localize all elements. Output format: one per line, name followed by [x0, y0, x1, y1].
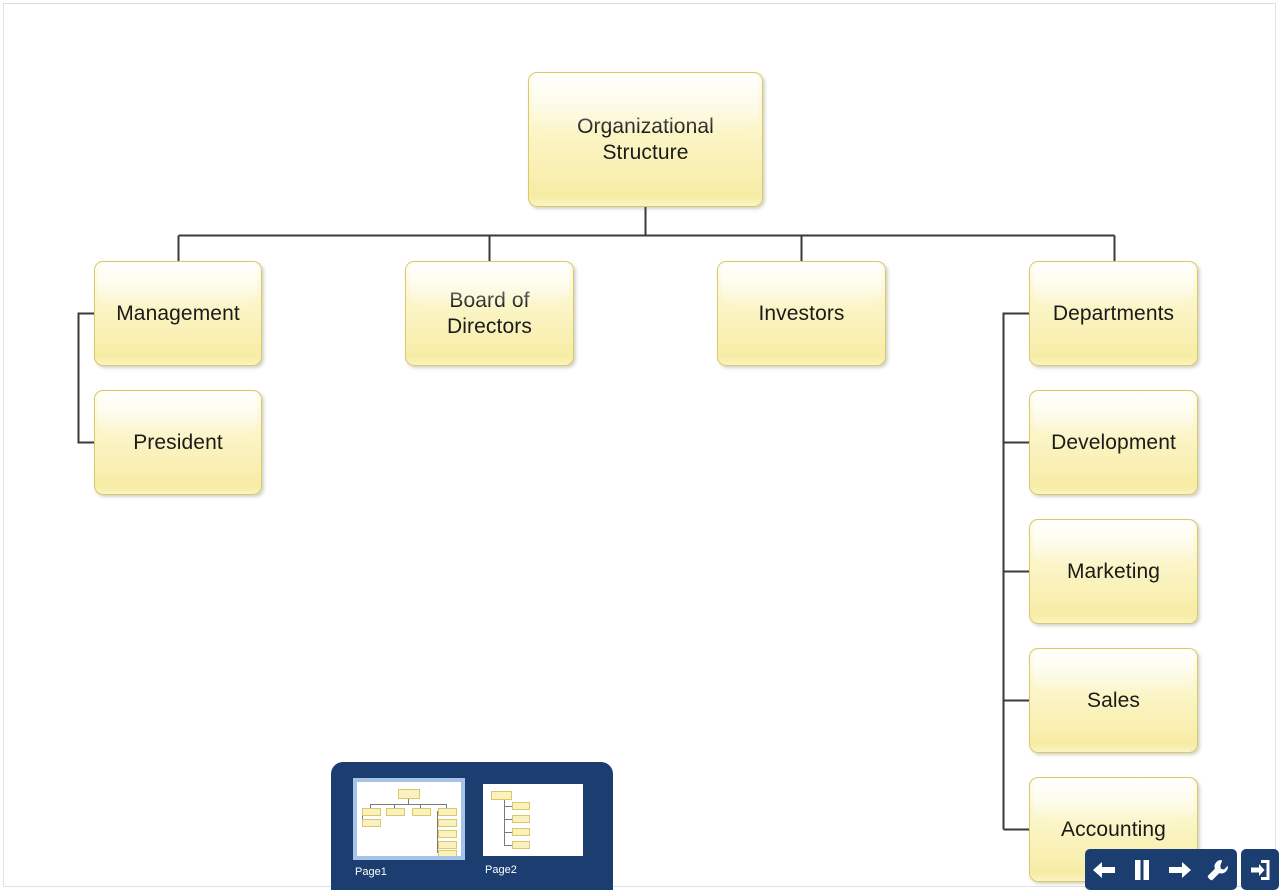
node-label: Accounting — [1061, 817, 1166, 841]
mini-node — [512, 841, 530, 849]
mini-connector — [394, 804, 395, 808]
page-navigator-panel: Page1 Page2 — [331, 762, 613, 890]
mini-node — [412, 808, 431, 816]
mini-node — [512, 828, 530, 836]
mini-connector — [504, 845, 512, 846]
mini-node — [438, 830, 457, 838]
mini-node — [438, 850, 457, 856]
mini-node — [438, 819, 457, 827]
mini-connector — [370, 804, 446, 805]
page-thumbnail-label: Page1 — [355, 866, 387, 878]
node-departments[interactable]: Departments — [1029, 261, 1198, 366]
node-development[interactable]: Development — [1029, 390, 1198, 495]
mini-node — [491, 791, 512, 800]
mini-connector — [504, 798, 505, 846]
node-label: Organizational Structure — [577, 114, 714, 164]
mini-connector — [370, 804, 371, 808]
tools-button[interactable] — [1199, 849, 1237, 890]
mini-node — [512, 802, 530, 810]
next-button[interactable] — [1161, 849, 1199, 890]
toolbar-main-group — [1085, 849, 1237, 890]
node-management[interactable]: Management — [94, 261, 262, 366]
page-thumbnail-page1[interactable]: Page1 — [353, 778, 465, 878]
pause-icon — [1132, 859, 1152, 881]
arrow-left-icon — [1091, 860, 1117, 880]
previous-button[interactable] — [1085, 849, 1123, 890]
toolbar-exit-group — [1241, 849, 1279, 890]
exit-button[interactable] — [1241, 849, 1279, 890]
node-label: Board of Directors — [447, 288, 532, 338]
node-label: Departments — [1052, 301, 1175, 325]
mini-node — [386, 808, 405, 816]
mini-node — [362, 819, 381, 827]
mini-connector — [437, 811, 438, 853]
pause-button[interactable] — [1123, 849, 1161, 890]
mini-node — [362, 808, 381, 816]
node-label: Sales — [1086, 688, 1141, 712]
exit-icon — [1248, 858, 1272, 882]
page1-preview[interactable] — [353, 778, 465, 860]
node-organizational-structure[interactable]: Organizational Structure — [528, 72, 763, 207]
node-label: Marketing — [1066, 559, 1161, 583]
node-marketing[interactable]: Marketing — [1029, 519, 1198, 624]
page-thumbnail-label: Page2 — [485, 864, 517, 876]
arrow-right-icon — [1167, 860, 1193, 880]
page2-preview[interactable] — [483, 784, 583, 856]
mini-connector — [446, 804, 447, 808]
node-president[interactable]: President — [94, 390, 262, 495]
mini-connector — [362, 811, 363, 826]
mini-node — [398, 789, 420, 799]
node-investors[interactable]: Investors — [717, 261, 886, 366]
playback-toolbar — [1085, 849, 1279, 890]
node-label: Management — [116, 301, 240, 325]
mini-connector — [504, 832, 512, 833]
mini-node — [438, 808, 457, 816]
mini-node — [512, 815, 530, 823]
node-sales[interactable]: Sales — [1029, 648, 1198, 753]
mini-node — [438, 841, 457, 849]
node-label: President — [133, 430, 223, 454]
node-label: Development — [1051, 430, 1176, 454]
node-board-of-directors[interactable]: Board of Directors — [405, 261, 574, 366]
mini-connector — [504, 806, 512, 807]
page-thumbnail-page2[interactable]: Page2 — [483, 784, 591, 878]
mini-connector — [408, 799, 409, 804]
mini-connector — [504, 819, 512, 820]
mini-connector — [420, 804, 421, 808]
wrench-icon — [1206, 858, 1230, 882]
node-label: Investors — [758, 301, 845, 325]
